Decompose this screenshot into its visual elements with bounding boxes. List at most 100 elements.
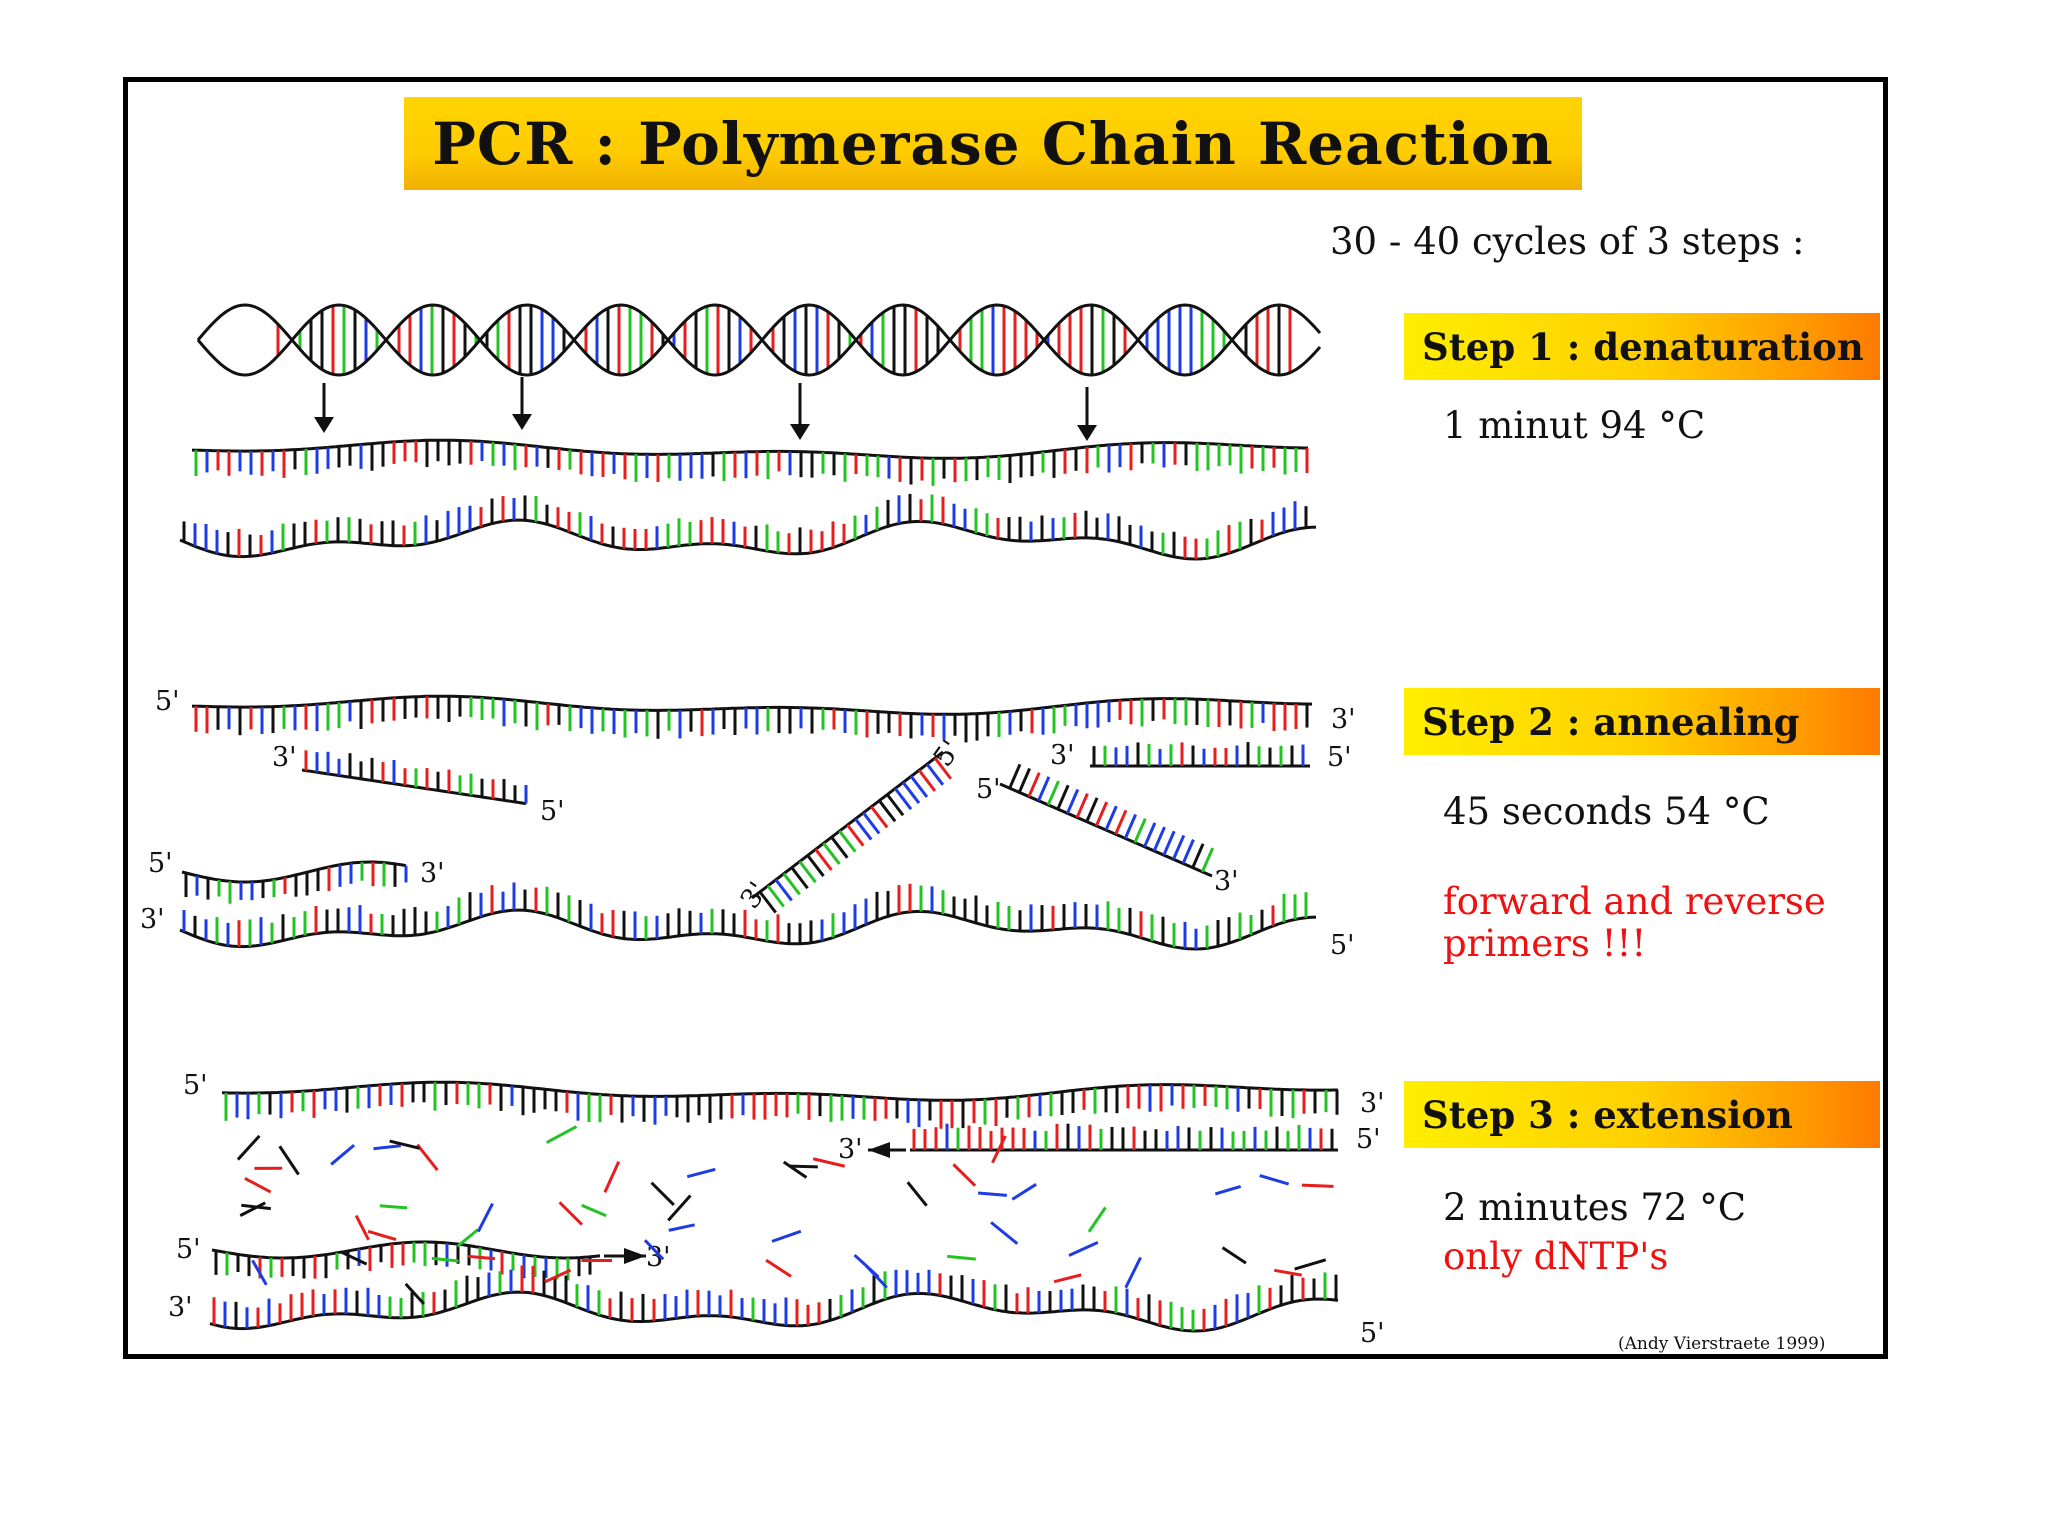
page-title: PCR : Polymerase Chain Reaction	[432, 109, 1554, 178]
dna-base	[902, 781, 921, 804]
dna-backbone	[179, 518, 1317, 561]
dna-base	[1017, 767, 1031, 793]
dntp	[603, 1161, 621, 1194]
dna-base	[1066, 788, 1080, 814]
dntp	[765, 1258, 792, 1278]
end-label: 5'	[183, 1070, 208, 1101]
end-label: 5'	[1356, 1124, 1381, 1155]
dntp	[278, 1145, 300, 1176]
end-label: 3'	[272, 742, 297, 773]
dntp	[1301, 1183, 1334, 1188]
dntp	[544, 1268, 572, 1284]
dntp	[977, 1191, 1007, 1197]
dna-base	[790, 866, 809, 890]
dntp	[545, 1125, 578, 1144]
dna-base	[838, 830, 857, 853]
dna-base	[1152, 826, 1166, 852]
end-label: 5'	[1327, 742, 1352, 773]
dna-base	[870, 805, 889, 829]
end-label: 5'	[148, 848, 173, 879]
credit-text: (Andy Vierstraete 1999)	[1618, 1334, 1826, 1354]
dna-base	[1085, 797, 1099, 823]
dntp	[1294, 1258, 1327, 1271]
dna-backbone	[221, 1080, 1338, 1102]
dna-base	[854, 818, 873, 841]
dna-base	[758, 891, 777, 914]
dntp	[991, 1135, 1007, 1164]
dna-base	[1094, 801, 1109, 827]
dntp	[1259, 1174, 1290, 1186]
dna-base	[822, 842, 841, 865]
dntp	[239, 1201, 266, 1217]
dntp	[558, 1201, 584, 1226]
step-2-note-line-1: forward and reverse	[1443, 880, 1826, 923]
dntp	[865, 1264, 888, 1289]
dntp	[367, 1229, 397, 1242]
dntp	[789, 1164, 818, 1169]
dntp	[686, 1167, 716, 1179]
end-label: 5'	[1360, 1318, 1385, 1349]
dna-base	[1200, 847, 1215, 873]
step-3-label: Step 3 : extension	[1422, 1092, 1793, 1137]
dna-base	[1181, 839, 1195, 865]
dntp	[668, 1223, 695, 1232]
dna-base	[933, 757, 953, 780]
dntp	[456, 1228, 479, 1248]
dntp	[330, 1143, 356, 1166]
dntp	[379, 1204, 408, 1210]
leftward-arrow-icon	[868, 1142, 890, 1158]
step-1-label-box: Step 1 : denaturation	[1404, 313, 1880, 380]
dna-base	[1008, 763, 1022, 789]
cycles-text: 30 - 40 cycles of 3 steps :	[1330, 220, 1805, 263]
dntp	[1221, 1246, 1247, 1265]
dntp	[416, 1143, 439, 1172]
dna-base	[1172, 834, 1186, 860]
dna-backbone	[196, 303, 1322, 377]
dntp	[354, 1214, 370, 1241]
dna-backbone	[179, 908, 1317, 951]
dntp	[990, 1221, 1019, 1245]
dntp	[244, 1176, 272, 1194]
dna-base	[774, 878, 793, 902]
down-arrow-icon	[512, 414, 532, 430]
dna-base	[814, 848, 833, 871]
end-label: 3'	[1331, 704, 1356, 735]
title-banner: PCR : Polymerase Chain Reaction	[404, 97, 1582, 190]
dna-base	[1104, 805, 1118, 831]
dna-base	[894, 787, 913, 811]
dna-base	[806, 854, 825, 877]
dntp	[1124, 1256, 1142, 1289]
dntp	[667, 1194, 692, 1222]
step-2-label: Step 2 : annealing	[1422, 699, 1800, 744]
dntp	[241, 1203, 272, 1211]
end-label: 5'	[155, 686, 180, 717]
dntp	[339, 1250, 368, 1266]
dntp	[906, 1181, 928, 1207]
dna-base	[862, 811, 881, 835]
dna-base	[917, 769, 937, 792]
dntp	[1274, 1268, 1303, 1277]
dna-base	[798, 860, 817, 884]
dna-base	[766, 884, 785, 908]
dntp	[404, 1282, 426, 1305]
dna-base	[830, 836, 849, 859]
step-3-note: only dNTP's	[1443, 1235, 1669, 1278]
dna-base	[782, 872, 801, 896]
dntp	[389, 1139, 420, 1150]
dna-base	[1162, 830, 1176, 856]
dntp	[650, 1181, 675, 1207]
end-label: 3'	[1360, 1088, 1385, 1119]
end-label: 3'	[838, 1134, 863, 1165]
dna-base	[1037, 776, 1051, 802]
step-2-note-line-2: primers !!!	[1443, 922, 1647, 965]
end-label: 3'	[140, 904, 165, 935]
dna-backbone	[191, 694, 1313, 716]
dntp	[947, 1254, 976, 1261]
dntp	[467, 1254, 496, 1261]
dntp	[236, 1134, 261, 1161]
dna-base	[1143, 822, 1157, 848]
dna-base	[1056, 784, 1070, 810]
step-3-detail: 2 minutes 72 °C	[1443, 1186, 1747, 1229]
dntp	[1087, 1206, 1107, 1233]
dna-base	[925, 763, 945, 786]
